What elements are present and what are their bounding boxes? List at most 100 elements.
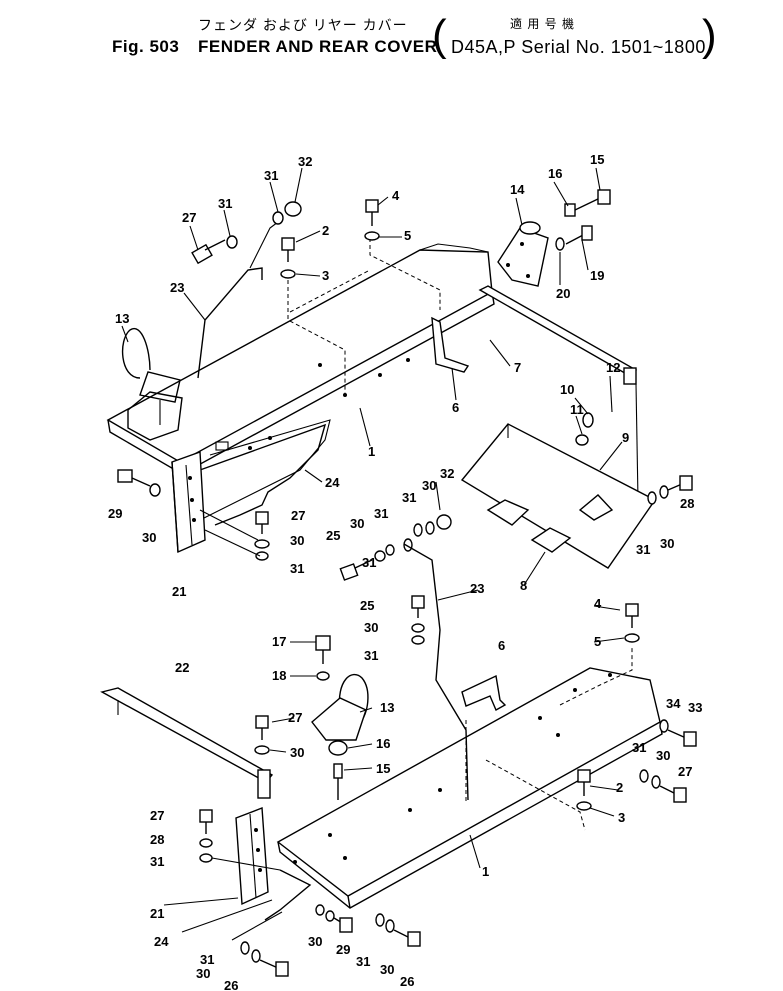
callout-label: 21	[150, 906, 164, 921]
callout-label: 30	[308, 934, 322, 949]
lower-fender-panel	[264, 869, 312, 921]
lower-left-bolts	[199, 809, 421, 977]
callout-label: 30	[422, 478, 436, 493]
callout-label: 29	[108, 506, 122, 521]
callout-label: 27	[182, 210, 196, 225]
callout-label: 26	[400, 974, 414, 989]
callout-label: 23	[170, 280, 184, 295]
callout-label: 34	[666, 696, 681, 711]
callout-label: 2	[322, 223, 329, 238]
callout-label: 24	[154, 934, 169, 949]
lower-support-rod	[403, 543, 469, 801]
callout-labels: 32 31 27 31 4 2 5 3 23 13 14 16 15 19 20…	[108, 152, 702, 991]
serial-range: D45A,P Serial No. 1501~1800	[451, 37, 706, 57]
lower-cross-bar-22	[100, 687, 274, 799]
callout-label: 6	[452, 400, 459, 415]
callout-label: 32	[298, 154, 312, 169]
upper-bracket-21	[171, 451, 206, 554]
callout-label: 23	[470, 581, 484, 596]
upper-bracket-6	[431, 316, 470, 373]
lower-bracket-21	[235, 807, 269, 906]
callout-label: 15	[590, 152, 604, 167]
upper-fender-panel	[199, 423, 327, 526]
upper-grab-handle	[121, 327, 183, 441]
upper-right-mount-14	[497, 189, 611, 287]
callout-label: 27	[150, 808, 164, 823]
callout-label: 30	[290, 745, 304, 760]
figure-title: FENDER AND REAR COVER	[198, 37, 438, 56]
callout-label: 27	[288, 710, 302, 725]
callout-label: 2	[616, 780, 623, 795]
upper-lower-bolts	[117, 469, 693, 581]
callout-label: 27	[291, 508, 305, 523]
callout-label: 10	[560, 382, 574, 397]
upper-cross-bar-7	[478, 285, 639, 501]
callout-label: 29	[336, 942, 350, 957]
upper-support-rod	[197, 267, 263, 379]
callout-label: 9	[622, 430, 629, 445]
callout-label: 31	[356, 954, 370, 969]
callout-label: 31	[636, 542, 650, 557]
callout-label: 15	[376, 761, 390, 776]
callout-label: 33	[688, 700, 702, 715]
callout-label: 30	[290, 533, 304, 548]
callout-label: 1	[482, 864, 489, 879]
callout-label: 30	[364, 620, 378, 635]
callout-label: 26	[224, 978, 238, 991]
callout-label: 30	[196, 966, 210, 981]
callout-label: 18	[272, 668, 286, 683]
serial-close-paren: )	[702, 11, 717, 60]
callout-label: 25	[326, 528, 340, 543]
callout-label: 22	[175, 660, 189, 675]
leader-lines	[121, 167, 625, 933]
callout-label: 19	[590, 268, 604, 283]
callout-label: 4	[594, 596, 602, 611]
callout-label: 28	[680, 496, 694, 511]
upper-fender-body	[106, 243, 495, 521]
callout-label: 30	[380, 962, 394, 977]
callout-label: 4	[392, 188, 400, 203]
callout-label: 21	[172, 584, 186, 599]
callout-label: 31	[290, 561, 304, 576]
figure-number: Fig. 503	[112, 37, 180, 56]
callout-label: 31	[264, 168, 278, 183]
callout-label: 30	[350, 516, 364, 531]
upper-assembly-guide-lines	[287, 238, 441, 395]
callout-label: 6	[498, 638, 505, 653]
callout-label: 30	[660, 536, 674, 551]
callout-label: 7	[514, 360, 521, 375]
callout-label: 31	[364, 648, 378, 663]
callout-label: 5	[404, 228, 411, 243]
callout-label: 12	[606, 360, 620, 375]
callout-label: 25	[360, 598, 374, 613]
lower-grab-handle	[254, 635, 369, 800]
callout-label: 31	[402, 490, 416, 505]
callout-label: 16	[548, 166, 562, 181]
serial-open-paren: (	[432, 11, 447, 60]
callout-label: 20	[556, 286, 570, 301]
callout-label: 8	[520, 578, 527, 593]
callout-label: 3	[322, 268, 329, 283]
callout-label: 24	[325, 475, 340, 490]
callout-label: 16	[376, 736, 390, 751]
upper-left-bolts	[191, 199, 380, 279]
callout-label: 11	[570, 402, 584, 417]
callout-label: 31	[632, 740, 646, 755]
callout-label: 27	[678, 764, 692, 779]
callout-label: 1	[368, 444, 375, 459]
callout-label: 13	[115, 311, 129, 326]
callout-label: 31	[218, 196, 232, 211]
callout-label: 31	[200, 952, 214, 967]
lower-bracket-6	[461, 674, 507, 711]
callout-label: 30	[142, 530, 156, 545]
applicable-models-japanese: 適 用 号 機	[510, 17, 576, 31]
callout-label: 30	[656, 748, 670, 763]
callout-label: 13	[380, 700, 394, 715]
callout-label: 32	[440, 466, 454, 481]
lower-assembly-guide-lines	[465, 648, 633, 831]
callout-label: 31	[374, 506, 388, 521]
callout-label: 3	[618, 810, 625, 825]
callout-label: 31	[362, 555, 376, 570]
callout-label: 14	[510, 182, 525, 197]
